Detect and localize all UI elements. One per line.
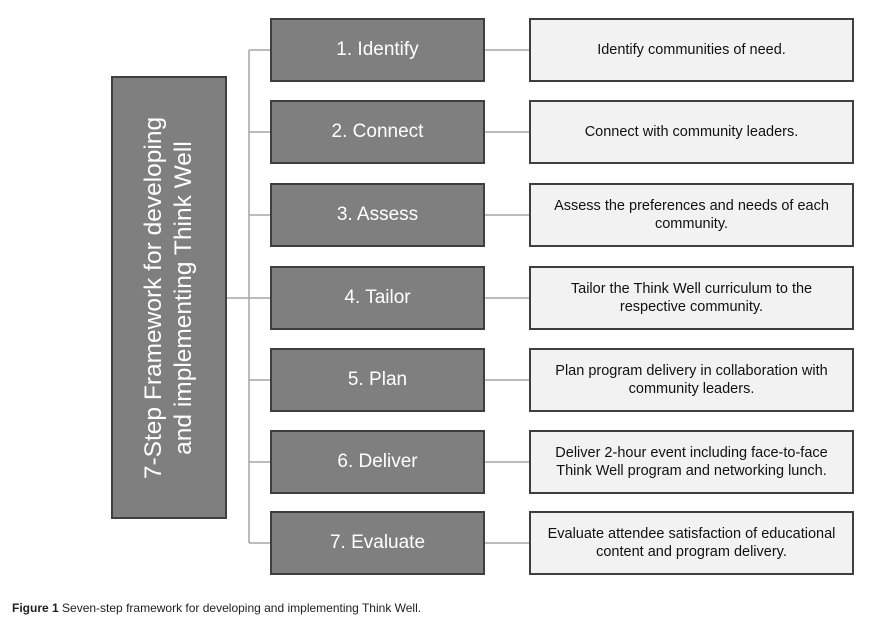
step-box-deliver: 6. Deliver <box>270 430 485 494</box>
step-box-tailor: 4. Tailor <box>270 266 485 330</box>
figure-caption: Figure 1 Seven-step framework for develo… <box>12 601 421 615</box>
figure-label: Figure 1 <box>12 601 59 615</box>
figure-caption-text: Seven-step framework for developing and … <box>62 601 422 615</box>
framework-title-line-1: 7-Step Framework for developing <box>140 116 167 479</box>
framework-box: 7-Step Framework for developing and impl… <box>111 76 227 519</box>
step-box-identify: 1. Identify <box>270 18 485 82</box>
step-box-assess: 3. Assess <box>270 183 485 247</box>
step-description-tailor: Tailor the Think Well curriculum to the … <box>529 266 854 330</box>
step-description-deliver: Deliver 2-hour event including face-to-f… <box>529 430 854 494</box>
step-description-connect: Connect with community leaders. <box>529 100 854 164</box>
step-description-identify: Identify communities of need. <box>529 18 854 82</box>
step-box-evaluate: 7. Evaluate <box>270 511 485 575</box>
framework-title-line-2: and implementing Think Well <box>170 140 197 455</box>
step-description-evaluate: Evaluate attendee satisfaction of educat… <box>529 511 854 575</box>
framework-title: 7-Step Framework for developing and impl… <box>139 83 199 513</box>
step-box-connect: 2. Connect <box>270 100 485 164</box>
step-box-plan: 5. Plan <box>270 348 485 412</box>
step-description-assess: Assess the preferences and needs of each… <box>529 183 854 247</box>
step-description-plan: Plan program delivery in collaboration w… <box>529 348 854 412</box>
